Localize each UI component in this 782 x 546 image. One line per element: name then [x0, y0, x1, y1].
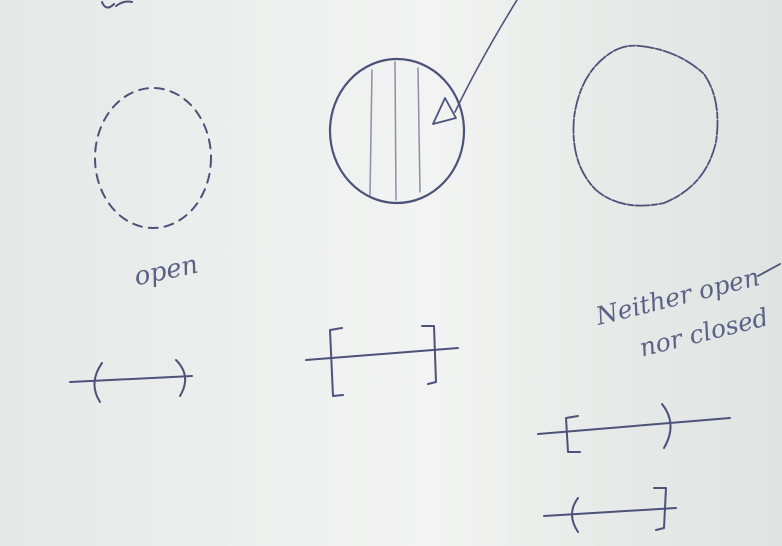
open-interval-right-paren [175, 359, 187, 397]
half-closed-right-bracket [653, 487, 667, 531]
open-interval-left-paren [93, 362, 103, 403]
pointer-line [454, 0, 518, 113]
closed-interval-right-bracket [421, 325, 437, 385]
half-open-left-bracket [565, 415, 581, 453]
note-dash [757, 263, 781, 277]
wavy-circle-neither-set [572, 44, 719, 207]
closed-interval-left-bracket [329, 327, 344, 397]
half-open-interval-line [537, 417, 731, 435]
triangle-mark [432, 97, 457, 125]
dashed-circle-open-set [94, 87, 212, 229]
circle-shading [369, 61, 421, 201]
top-scribble [101, 0, 133, 9]
solid-circle-closed-set [328, 57, 466, 205]
half-closed-interval-line [543, 507, 677, 517]
half-closed-left-paren [571, 497, 579, 533]
half-open-right-paren [661, 403, 672, 449]
open-interval-line [69, 375, 193, 383]
